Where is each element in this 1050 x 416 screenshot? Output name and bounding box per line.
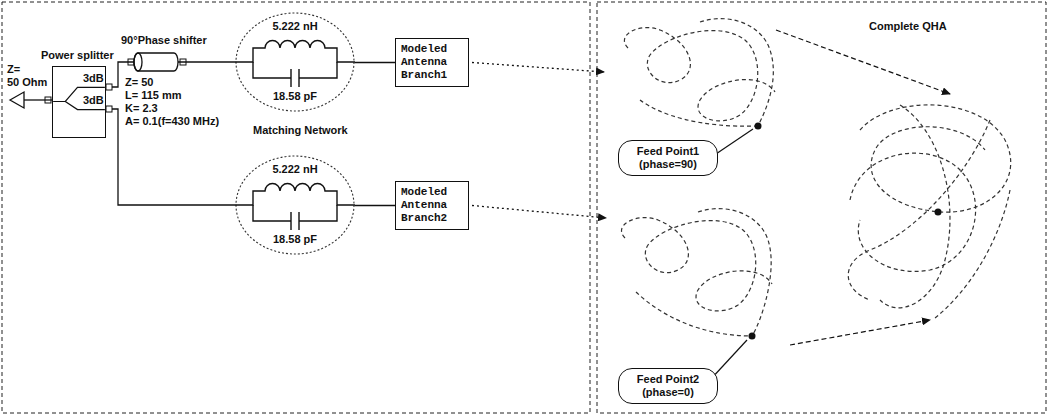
feed-callout: Feed Point1 (phase=90) (618, 140, 718, 176)
transmission-line (134, 53, 142, 71)
line-art (700, 19, 773, 126)
annotation-label: Complete QHA (868, 20, 948, 33)
dotted-pointer (472, 63, 604, 73)
wire (24, 99, 52, 100)
annotation-label: A= 0.1(f=430 MHz) (124, 115, 220, 128)
feed-dot (935, 209, 942, 216)
block-heading: Power splitter (41, 49, 114, 62)
feed-callout: Feed Point2 (phase=0) (618, 368, 718, 404)
antenna-model-box: Modeled Antenna Branch1 (395, 38, 469, 87)
annotation-label: Z= 50 (124, 76, 154, 89)
terminal (45, 97, 51, 103)
annotation-label: L= 115 mm (124, 89, 183, 102)
line-art (624, 28, 775, 121)
node-text: Feed Point2 (phase=0) (627, 373, 709, 399)
terminal (180, 59, 186, 65)
splitter-symbol (53, 87, 105, 109)
antenna-branch-sketch (622, 209, 772, 336)
annotation-label: 90°Phase shifter (120, 34, 208, 47)
annotation-label: Matching Network (252, 124, 349, 137)
terminal (128, 59, 134, 65)
component-value: 5.222 nH (235, 20, 355, 33)
line-art (636, 292, 752, 336)
assembly-arrow (790, 320, 930, 345)
line-art (850, 153, 976, 271)
line-art (622, 218, 772, 311)
dotted-circle (236, 156, 354, 254)
antenna-branch-sketch (624, 19, 775, 127)
terminal (106, 106, 112, 112)
line-art (860, 105, 1011, 212)
terminal (106, 84, 112, 90)
wire-connector (355, 205, 395, 206)
line-art (640, 100, 758, 126)
node-text: Feed Point1 (phase=90) (627, 145, 709, 171)
annotation-label: 3dB (82, 72, 105, 85)
line-art (880, 105, 950, 308)
component-value: 5.222 nH (235, 163, 355, 176)
panel-border (597, 2, 1046, 413)
panel-border (2, 2, 590, 413)
line-art (935, 190, 1010, 318)
dotted-pointer (472, 206, 606, 219)
wire-connector (112, 109, 235, 205)
inductor-symbol (235, 41, 355, 63)
antenna-model-box: Modeled Antenna Branch2 (395, 181, 469, 230)
feed-dot (755, 123, 762, 130)
annotation-label: 3dB (82, 94, 105, 107)
node-text: Modeled Antenna Branch1 (401, 43, 463, 82)
qha-sketch (848, 105, 1010, 318)
capacitor-symbol (253, 62, 337, 87)
line-art (698, 209, 771, 336)
transmission-line (134, 53, 178, 71)
capacitor-symbol (253, 205, 337, 230)
annotation-label: K= 2.3 (124, 102, 159, 115)
dotted-circle (236, 13, 354, 111)
assembly-arrow (776, 30, 950, 94)
annotation-label: 50 Ohm (6, 76, 48, 89)
wire (178, 61, 235, 62)
matching-circle: 5.222 nH 18.58 pF (235, 12, 355, 112)
feed-dot (749, 333, 756, 340)
inductor-symbol (235, 184, 355, 206)
component-value: 18.58 pF (235, 233, 355, 246)
annotation-label: Z= (6, 63, 21, 76)
line-art (848, 120, 990, 300)
matching-circle: 5.222 nH 18.58 pF (235, 155, 355, 255)
port-symbol (10, 92, 24, 108)
component-value: 18.58 pF (235, 90, 355, 103)
node-text: Modeled Antenna Branch2 (401, 186, 463, 225)
wire-connector (355, 62, 395, 63)
